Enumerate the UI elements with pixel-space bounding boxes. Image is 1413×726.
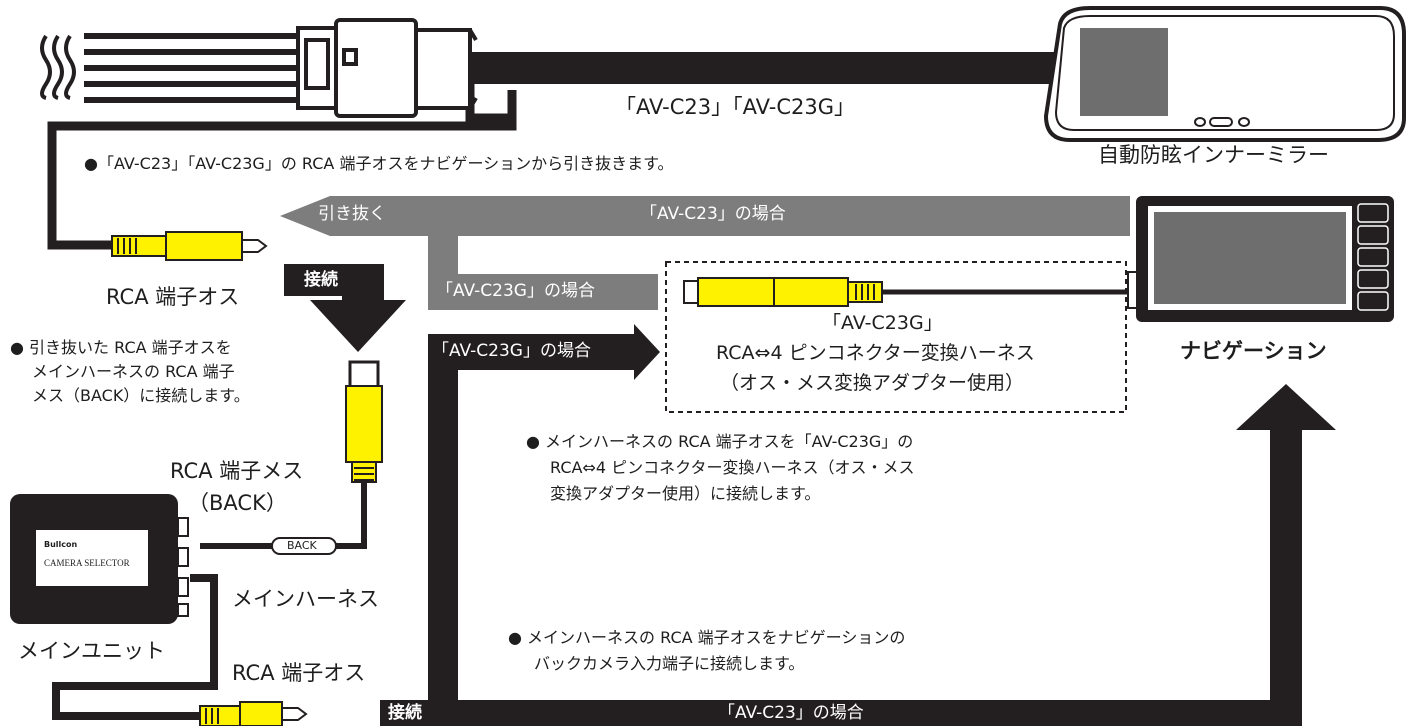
note-2-line-3: メス（BACK）に接続します。 bbox=[32, 386, 250, 405]
navigation-label: ナビゲーション bbox=[1180, 339, 1327, 363]
note-2-line-1: ● 引き抜いた RCA 端子オスを bbox=[10, 338, 232, 357]
four-pin-connector bbox=[296, 18, 478, 118]
back-tag-shape bbox=[271, 537, 337, 555]
note-3-line-2: RCA⇔4 ピンコネクター変換ハーネス（オス・メス bbox=[550, 458, 915, 477]
main-unit-box bbox=[10, 494, 189, 624]
harness-box-line-3: （オス・メス変換アダプター使用） bbox=[720, 372, 1025, 394]
black-arrow-bottom bbox=[380, 384, 1336, 726]
harness-box-line-1: 「AV-C23G」 bbox=[822, 312, 943, 334]
arrow-case-c23-bottom-label: 「AV-C23」の場合 bbox=[718, 703, 864, 723]
rca-female-label: RCA 端子メス bbox=[170, 459, 304, 483]
note-4-line-2: バックカメラ入力端子に接続します。 bbox=[534, 654, 805, 673]
navigation-unit bbox=[1136, 196, 1394, 322]
back-tag-label: BACK bbox=[287, 539, 317, 552]
arrow-case-c23g-gray-label: 「AV-C23G」の場合 bbox=[436, 281, 595, 301]
note-1: ●「AV-C23」「AV-C23G」の RCA 端子オスをナビゲーションから引き… bbox=[84, 154, 674, 173]
black-arrow-c23g bbox=[428, 324, 660, 710]
note-4-line-1: ● メインハーネスの RCA 端子オスをナビゲーションの bbox=[508, 628, 906, 647]
arrow-case-c23-top-label: 「AV-C23」の場合 bbox=[640, 204, 786, 224]
rca-male-bottom-label: RCA 端子オス bbox=[232, 661, 366, 685]
arrow-pull-out-label: 引き抜く bbox=[318, 204, 386, 224]
break-mark-icon bbox=[40, 34, 76, 100]
main-harness-label: メインハーネス bbox=[232, 587, 379, 611]
conversion-harness bbox=[683, 271, 1139, 309]
note-3-line-1: ● メインハーネスの RCA 端子オスを「AV-C23G」の bbox=[526, 432, 914, 451]
cable-name-label: 「AV-C23」「AV-C23G」 bbox=[615, 95, 856, 119]
arrow-connect-top-label: 接続 bbox=[304, 270, 338, 290]
conversion-harness-box bbox=[665, 261, 1127, 413]
rca-male-top-label: RCA 端子オス bbox=[106, 285, 240, 309]
mirror-name-label: 自動防眩インナーミラー bbox=[1098, 143, 1329, 167]
arrow-case-c23g-black-label: 「AV-C23G」の場合 bbox=[432, 341, 591, 361]
rca-male-plug-top bbox=[111, 231, 268, 261]
inner-mirror bbox=[1043, 6, 1406, 142]
harness-box-line-2: RCA⇔4 ピンコネクター変換ハーネス bbox=[716, 342, 1035, 364]
note-3-line-3: 変換アダプター使用）に接続します。 bbox=[550, 484, 821, 503]
main-harness-cable bbox=[52, 574, 218, 720]
black-arrow-connect-top bbox=[284, 264, 406, 352]
gray-arrow-pull-out bbox=[280, 196, 1130, 310]
rca-female-back-label: （BACK） bbox=[188, 491, 287, 515]
main-unit-label: メインユニット bbox=[18, 639, 165, 663]
rca-male-plug-bottom bbox=[199, 701, 308, 726]
rca-female-connector bbox=[200, 360, 383, 549]
main-cable bbox=[470, 52, 1070, 84]
note-2-line-2: メインハーネスの RCA 端子 bbox=[32, 362, 235, 381]
wire-bundle bbox=[84, 33, 300, 103]
unit-model-label: CAMERA SELECTOR bbox=[44, 558, 130, 568]
arrow-connect-bottom-label: 接続 bbox=[388, 703, 422, 723]
unit-brand-label: Bullcon bbox=[44, 540, 78, 549]
